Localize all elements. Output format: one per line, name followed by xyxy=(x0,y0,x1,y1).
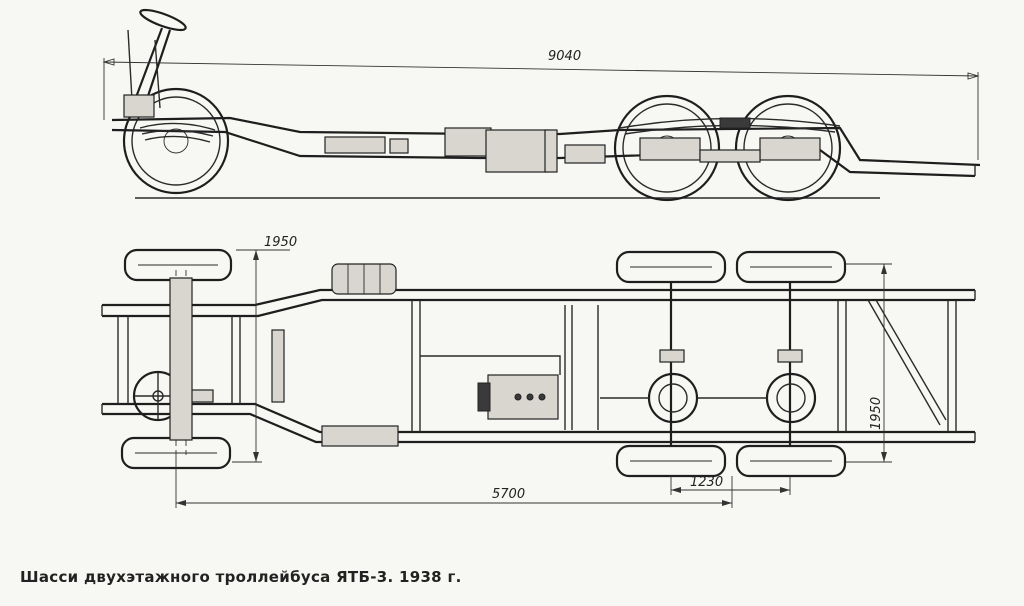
side-front-spring xyxy=(139,122,216,143)
plan-front-tire-top xyxy=(123,248,233,282)
side-front-wheel xyxy=(122,87,230,195)
plan-control-box xyxy=(321,425,399,447)
wheelbase-label: 5700 xyxy=(492,487,525,502)
side-controller xyxy=(485,129,549,173)
dimension-overall-length: 9040 xyxy=(102,49,980,160)
side-frame-rail xyxy=(111,116,981,178)
plan-front-axle xyxy=(169,277,193,441)
rear-track-label: 1950 xyxy=(869,397,884,430)
plan-piping xyxy=(420,299,640,430)
front-track-label: 1950 xyxy=(264,235,297,250)
dimension-wheelbase: 5700 xyxy=(175,455,733,508)
plan-view: 1950 1950 5700 1230 xyxy=(101,235,976,508)
dimension-front-track: 1950 xyxy=(232,235,297,463)
dimension-rear-track: 1950 xyxy=(846,263,892,463)
side-steering-column xyxy=(123,8,187,118)
side-view: 9040 xyxy=(102,8,981,202)
plan-cross-members xyxy=(117,299,957,432)
plan-rear-axles xyxy=(600,282,817,446)
side-contactor xyxy=(544,129,558,173)
plan-differential-1 xyxy=(647,372,699,424)
bogie-spacing-label: 1230 xyxy=(690,475,723,490)
plan-battery-box xyxy=(331,263,397,295)
side-rear-wheel-1 xyxy=(613,94,721,202)
side-cardan xyxy=(564,144,606,164)
side-inter-axle-shaft xyxy=(699,149,761,163)
plan-traction-motor xyxy=(477,374,559,420)
side-motor xyxy=(444,127,492,157)
side-valve xyxy=(389,138,409,154)
dimension-bogie-spacing: 1230 xyxy=(670,475,791,495)
side-bogie-beam xyxy=(719,117,751,129)
overall-length-label: 9040 xyxy=(548,49,581,64)
side-rear-axle-2 xyxy=(759,137,821,161)
plan-air-tank xyxy=(271,329,285,403)
side-air-tank xyxy=(324,136,386,154)
side-rear-axle-1 xyxy=(639,137,701,161)
drawing-caption: Шасси двухэтажного троллейбуса ЯТБ-3. 19… xyxy=(20,568,462,586)
